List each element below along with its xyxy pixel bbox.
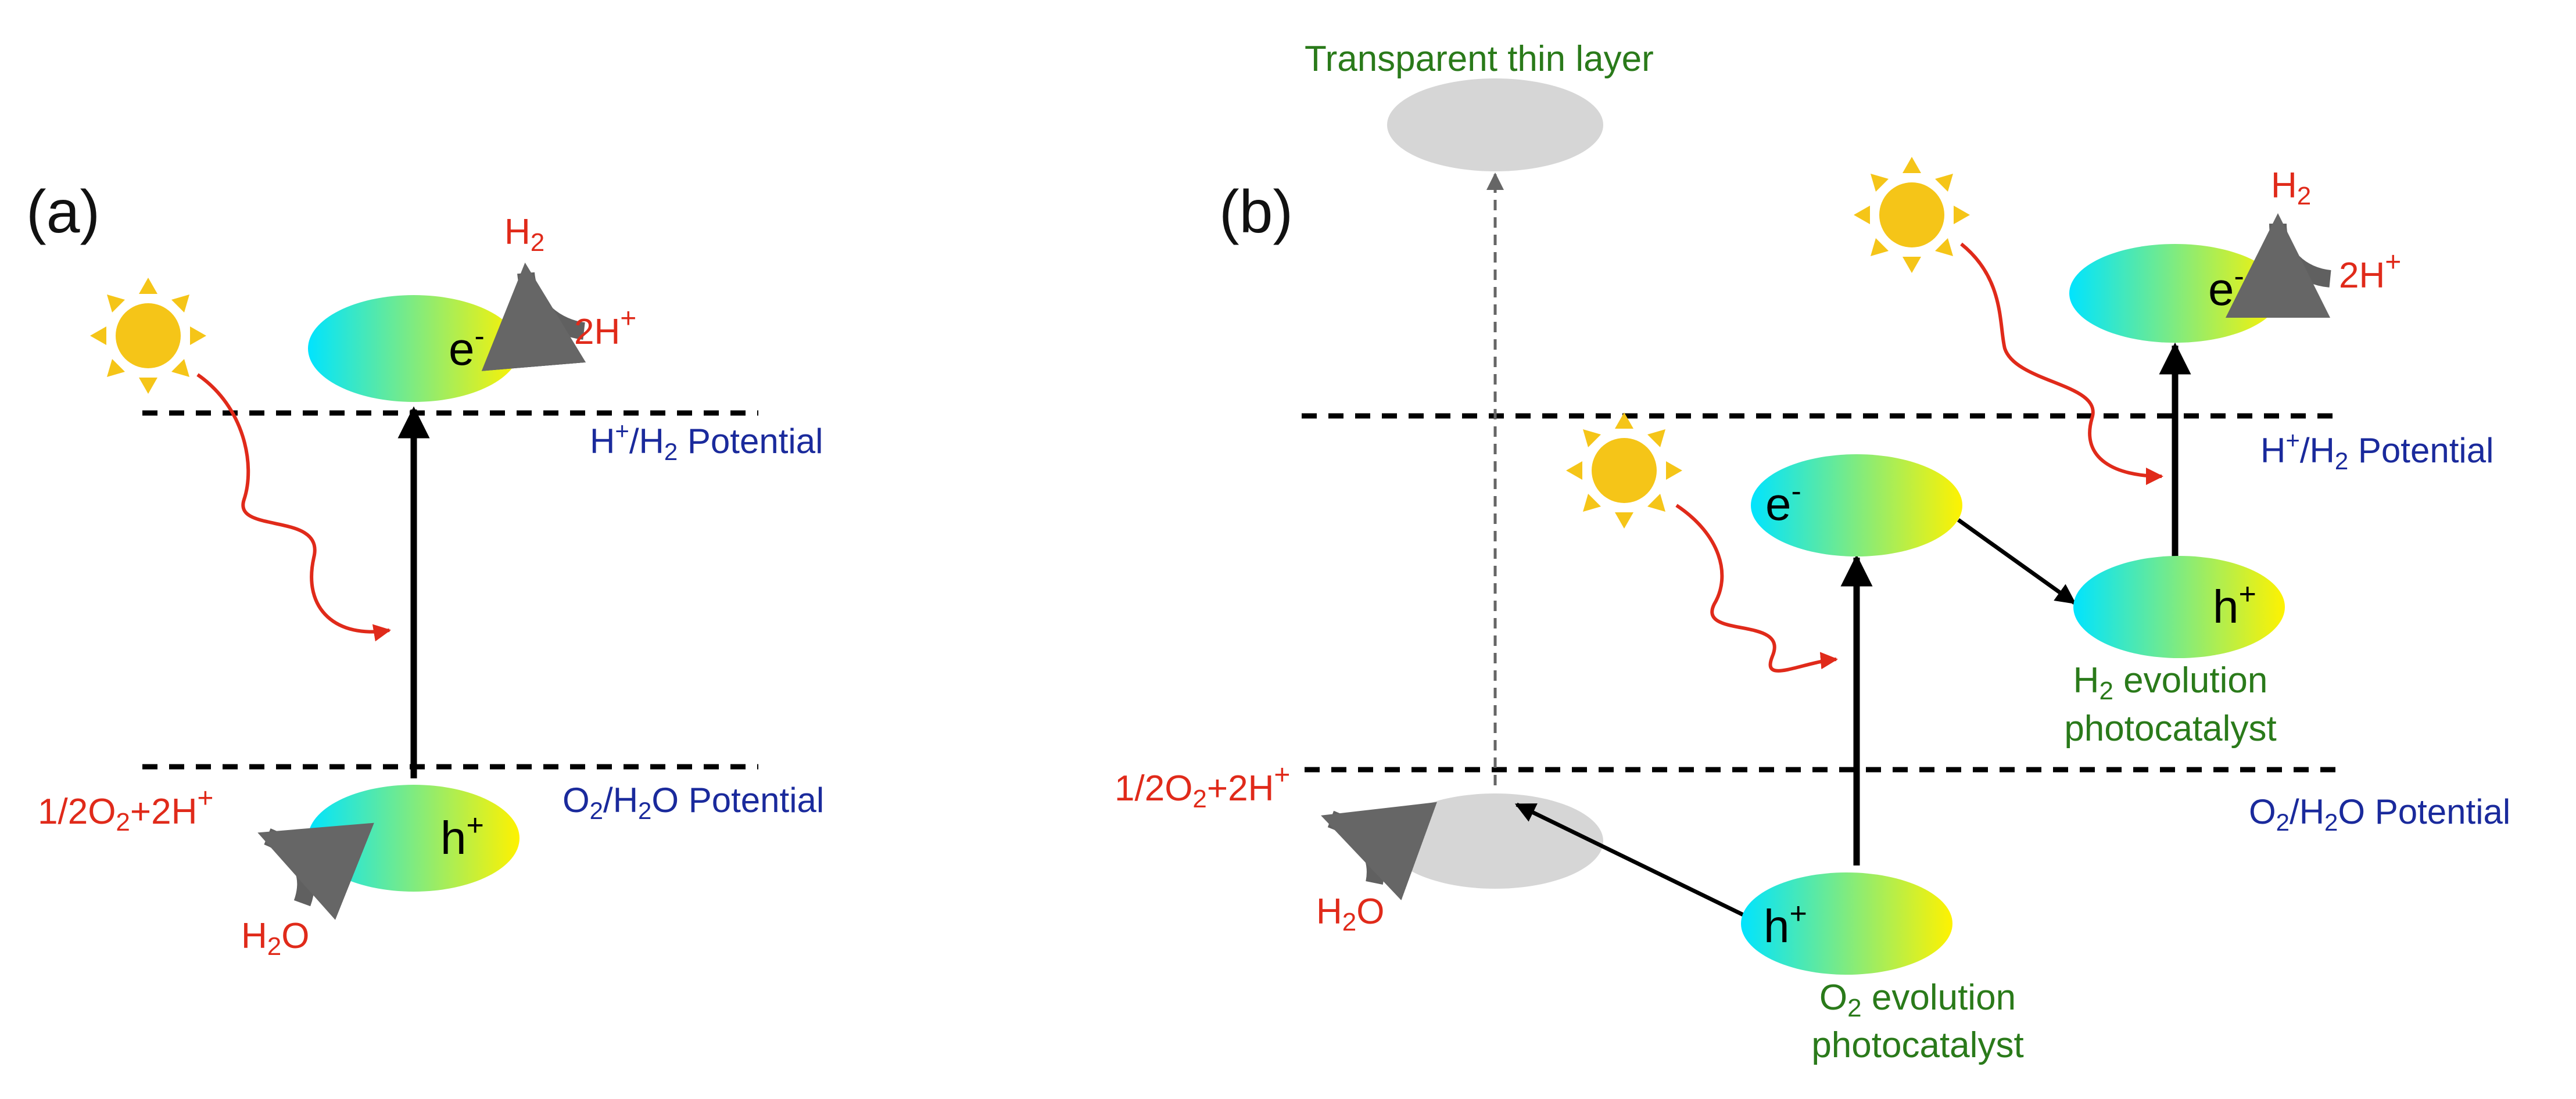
hole-label: h+: [2213, 577, 2256, 633]
h2-product-label: H2: [504, 212, 544, 257]
hole-particle: h+: [308, 785, 520, 892]
h2-catalyst-electron: e-: [2069, 244, 2281, 343]
wavy-light-arrow-icon: [1960, 242, 2163, 485]
sun-icon: [90, 278, 206, 394]
h2-potential-label: H+/H2 Potential: [2260, 426, 2493, 475]
o2-catalyst-label: O2 evolution: [1819, 978, 2016, 1022]
electron-particle: e-: [308, 295, 520, 402]
o2-product-label: 1/2O2+2H+: [1115, 760, 1290, 813]
z-scheme-transfer-arrow: [1957, 518, 2076, 605]
curved-arrow-icon: [2226, 213, 2332, 318]
panel-b: (b) H+/H2 Potential O2/H2O Potential Tra…: [1115, 39, 2510, 1065]
electron-label: e-: [1765, 475, 1801, 530]
thin-layer-label: Transparent thin layer: [1305, 39, 1654, 79]
curved-arrow-icon: [481, 263, 586, 371]
sun-icon: [1566, 412, 1682, 529]
wavy-light-arrow-icon: [196, 373, 391, 642]
thin-layer-top: [1387, 78, 1603, 171]
proton-label: 2H+: [574, 303, 636, 352]
panel-a: (a) H+/H2 Potential O2/H2O Potential e- …: [26, 178, 824, 961]
wavy-light-arrow-icon: [1675, 504, 1838, 673]
curved-arrow-icon: [257, 823, 374, 920]
water-label: H2O: [241, 916, 310, 961]
hole-label: h+: [440, 809, 484, 864]
curved-arrow-icon: [1321, 802, 1438, 901]
h2-potential-label: H+/H2 Potential: [590, 417, 823, 465]
water-label: H2O: [1316, 892, 1385, 936]
hole-transfer-arrow: [1514, 802, 1744, 917]
thin-layer-bottom: [1387, 793, 1603, 889]
o2-potential-label: O2/H2O Potential: [563, 781, 824, 824]
o2-catalyst-label-line2: photocatalyst: [1811, 1025, 2023, 1065]
sun-icon: [1854, 157, 1970, 273]
o2-potential-label: O2/H2O Potential: [2249, 792, 2510, 836]
o2-product-label: 1/2O2+2H+: [38, 783, 213, 836]
proton-label: 2H+: [2339, 247, 2401, 296]
hole-label: h+: [1764, 897, 1807, 952]
o2-catalyst-hole: h+: [1741, 872, 1952, 975]
o2-catalyst-electron: e-: [1751, 454, 1962, 556]
h2-catalyst-label-line2: photocatalyst: [2064, 709, 2276, 749]
h2-catalyst-label: H2 evolution: [2073, 660, 2268, 705]
h2-catalyst-hole: h+: [2073, 556, 2285, 658]
panel-a-label: (a): [26, 178, 100, 246]
panel-b-label: (b): [1219, 178, 1293, 246]
h2-product-label: H2: [2271, 166, 2311, 210]
